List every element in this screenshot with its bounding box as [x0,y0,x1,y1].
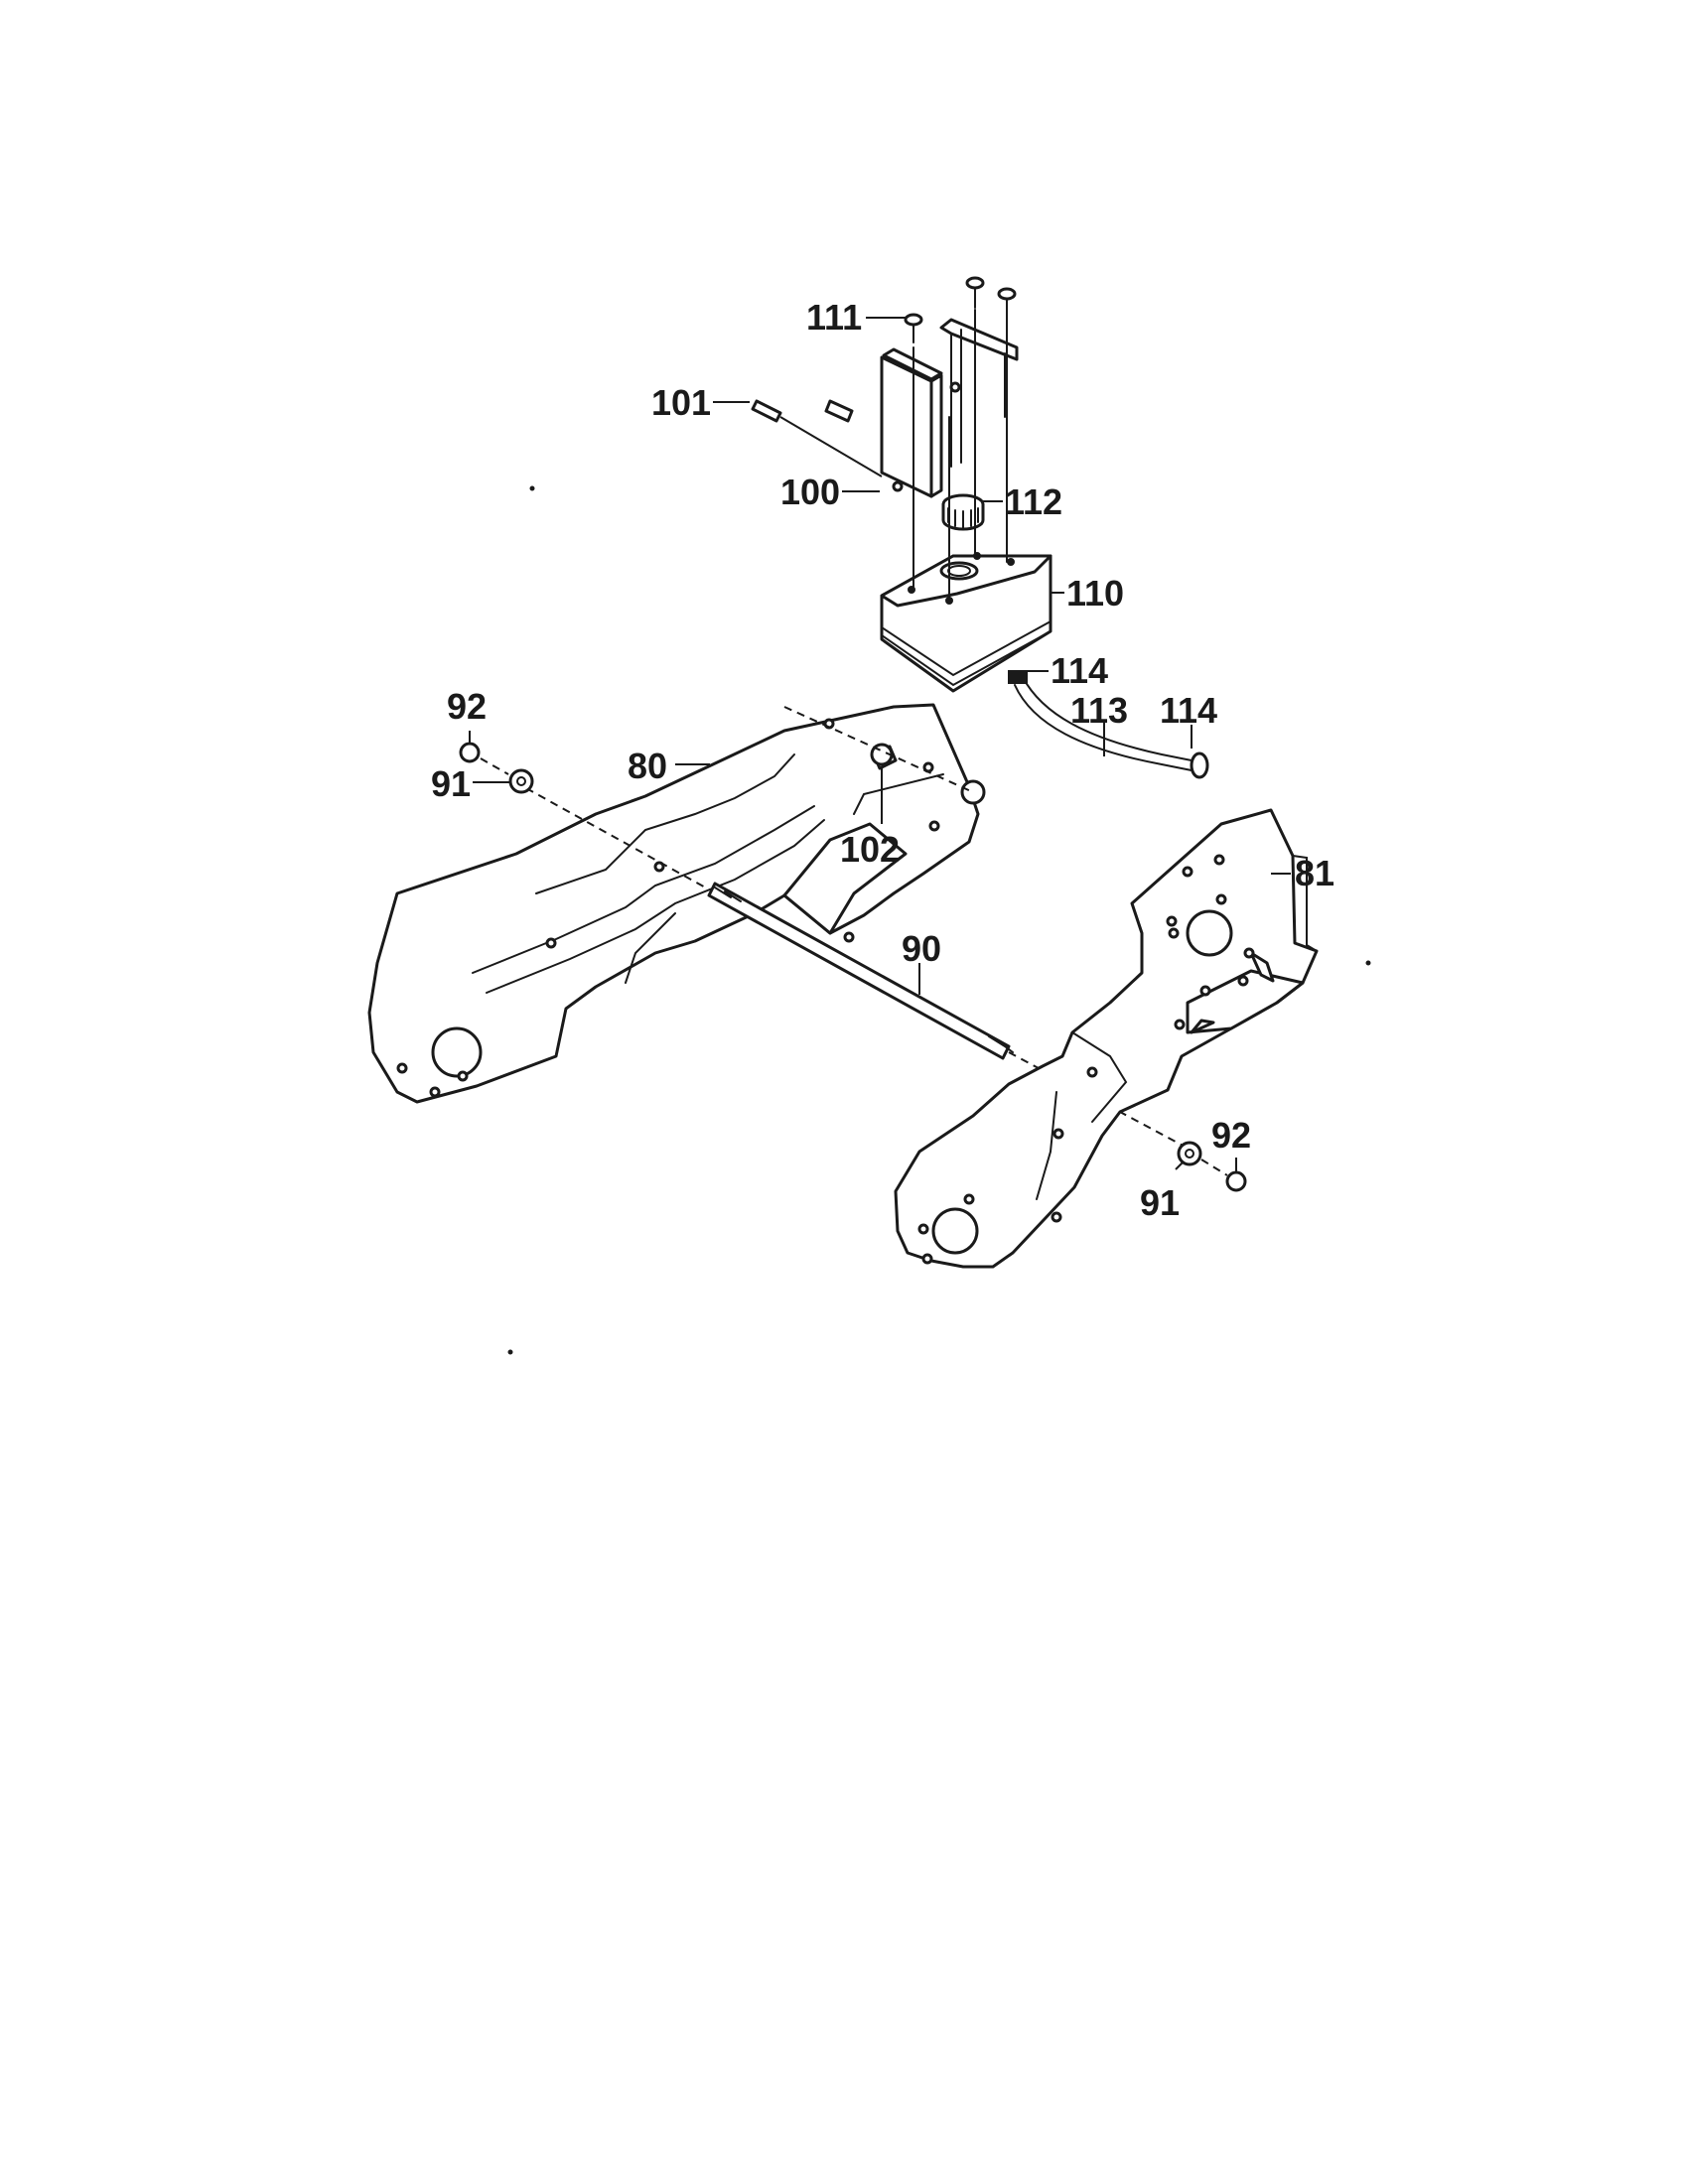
callout-labels: 111 101 100 112 110 114 113 114 92 80 91… [431,297,1334,1223]
side-plate-right [894,808,1319,1269]
callout-114-clamp-right: 114 [1160,690,1217,731]
callout-91-right: 91 [1140,1182,1180,1223]
callout-112: 112 [1005,481,1062,522]
callout-101: 101 [651,382,711,423]
washer-nut-left [459,742,534,794]
callout-100: 100 [780,472,840,512]
callout-113: 113 [1070,690,1128,731]
callout-92-right: 92 [1211,1115,1251,1156]
fuel-tank [880,309,1052,693]
scan-specks [507,485,1371,1355]
side-plate-left [367,703,980,1104]
axle-rod [525,787,1202,1157]
bolt-101 [751,399,883,478]
callout-92-left: 92 [447,686,487,727]
callout-110: 110 [1066,573,1124,614]
callout-80: 80 [628,746,667,786]
tank-cap [941,493,985,531]
tank-bracket [880,318,1019,498]
fuel-line [1008,670,1209,779]
callout-114-clamp-top: 114 [1051,650,1108,691]
callout-102: 102 [840,829,900,870]
leader-lines [469,317,1291,1172]
callout-90: 90 [902,928,941,969]
screw-111 [904,276,1017,343]
callout-111: 111 [806,297,862,338]
washer-nut-right [1177,1141,1247,1192]
callout-81: 81 [1295,853,1334,893]
nut-102 [783,706,986,805]
callout-91-left: 91 [431,763,471,804]
